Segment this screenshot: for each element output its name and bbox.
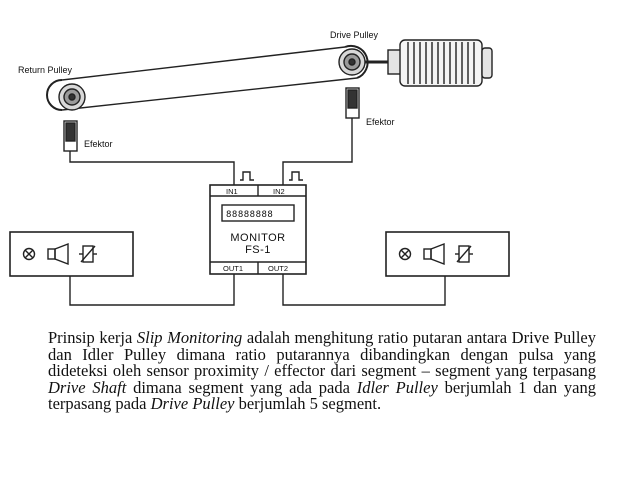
monitor-out2-label: OUT2 xyxy=(268,264,288,273)
caption-text-5: berjumlah 5 segment. xyxy=(234,394,382,414)
sensor-left xyxy=(63,120,78,152)
monitor-in1-label: IN1 xyxy=(226,187,238,196)
description-paragraph: Prinsip kerja Slip Monitoring adalah men… xyxy=(48,328,596,414)
monitor-model: FS-1 xyxy=(245,244,271,256)
lamp-icon xyxy=(22,247,36,261)
monitor-in2-label: IN2 xyxy=(273,187,285,196)
output-wires xyxy=(69,274,446,306)
monitor-out1-label: OUT1 xyxy=(223,264,243,273)
efektor-right-label: Efektor xyxy=(366,117,395,127)
caption-italic-slip-monitoring: Slip Monitoring xyxy=(136,328,243,347)
slip-monitoring-diagram: Drive Pulley Return Pulley Efektor Efekt… xyxy=(9,30,510,306)
caption-italic-drive-pulley: Drive Pulley xyxy=(150,394,235,414)
return-pulley-label: Return Pulley xyxy=(18,65,73,75)
monitor-fs1 xyxy=(209,184,307,275)
caption-italic-idler-pulley: Idler Pulley xyxy=(356,377,438,397)
caption-text-3: dimana segment yang ada pada xyxy=(126,377,357,397)
drive-pulley-label: Drive Pulley xyxy=(330,30,379,40)
horn-icon xyxy=(423,242,445,266)
relay-box-left xyxy=(9,231,134,277)
pulse-icon-in2 xyxy=(289,171,303,181)
caption-text-1: Prinsip kerja xyxy=(48,328,137,347)
caption-italic-drive-shaft: Drive Shaft xyxy=(48,377,127,397)
return-pulley xyxy=(58,83,86,111)
monitor-display: 88888888 xyxy=(226,210,273,220)
drive-pulley xyxy=(338,48,366,76)
conveyor-belt xyxy=(46,44,369,111)
caption-text-2: adalah menghitung ratio putaran antara D… xyxy=(48,328,596,381)
horn-icon xyxy=(47,242,69,266)
drive-motor xyxy=(365,39,493,87)
lamp-icon xyxy=(398,247,412,261)
relay-coil-icon xyxy=(79,245,97,263)
caption-text-4: berjumlah 1 dan yang terpasang pada xyxy=(48,377,596,414)
signal-wires xyxy=(69,118,353,185)
monitor-title: MONITOR xyxy=(230,232,285,244)
pulse-icon-in1 xyxy=(240,171,254,181)
relay-coil-icon xyxy=(455,245,473,263)
relay-box-right xyxy=(385,231,510,277)
efektor-left-label: Efektor xyxy=(84,139,113,149)
sensor-right xyxy=(345,87,360,119)
